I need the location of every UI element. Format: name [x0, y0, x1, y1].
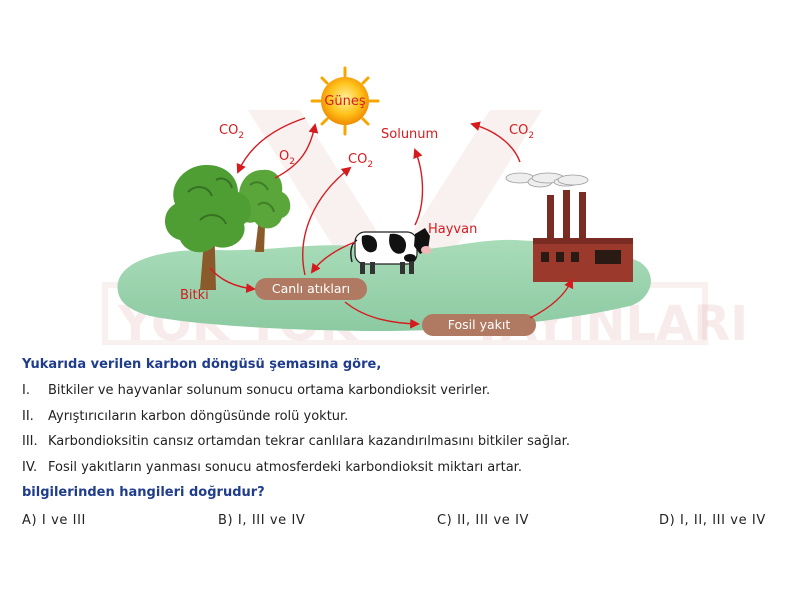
arrow-cow-to-solunum	[413, 148, 424, 226]
arrow-atiklar-to-co2	[302, 166, 352, 276]
statement-text: Bitkiler ve hayvanlar solunum sonucu ort…	[48, 383, 491, 398]
fosil-yakit-box: Fosil yakıt	[422, 314, 536, 336]
statement-item: IV. Fosil yakıtların yanması sonucu atmos…	[22, 455, 792, 481]
statement-number: IV.	[22, 459, 38, 475]
statement-item: II. Ayrıştırıcıların karbon döngüsünde ro…	[22, 404, 792, 430]
cow	[350, 228, 431, 274]
o2-label: O2	[279, 149, 295, 167]
arrow-tree-to-atiklar	[209, 267, 256, 294]
canli-atiklari-box: Canlı atıkları	[255, 278, 367, 300]
question-block: Yukarıda verilen karbon döngüsü şemasına…	[22, 352, 792, 534]
question-tail: bilgilerinden hangileri doğrudur?	[22, 485, 265, 500]
canli-atiklari-label: Canlı atıkları	[272, 281, 350, 296]
statement-text: Ayrıştırıcıların karbon döngüsünde rolü …	[48, 408, 349, 424]
statement-list: I. Bitkiler ve hayvanlar solunum sonucu o…	[22, 378, 792, 480]
answer-option-d[interactable]: D) I, II, III ve IV	[659, 513, 766, 528]
answer-options: A) I ve III B) I, III ve IV C) II, III ve …	[22, 508, 792, 534]
co2-mid-label: CO2	[348, 152, 373, 170]
answer-option-a[interactable]: A) I ve III	[22, 513, 86, 528]
statement-text: Karbondioksitin cansız ortamdan tekrar c…	[48, 434, 570, 449]
statement-item: I. Bitkiler ve hayvanlar solunum sonucu o…	[22, 378, 792, 404]
sun: Güneş	[310, 66, 380, 136]
arrow-trees-to-sun	[274, 123, 319, 179]
statement-number: I.	[22, 383, 30, 398]
arrow-atiklar-to-fosil	[344, 301, 420, 329]
answer-option-c[interactable]: C) II, III ve IV	[437, 513, 529, 528]
carbon-cycle-diagram: YOK YOK YAYINLARI Güneş	[102, 66, 748, 345]
fosil-yakit-label: Fosil yakıt	[448, 317, 511, 332]
statement-number: II.	[22, 408, 34, 424]
sun-label: Güneş	[324, 94, 366, 109]
answer-option-b[interactable]: B) I, III ve IV	[218, 513, 306, 528]
question-stem: Yukarıda verilen karbon döngüsü şemasına…	[22, 357, 382, 372]
bitki-label: Bitki	[180, 288, 209, 303]
statement-text: Fosil yakıtların yanması sonucu atmosfer…	[48, 459, 522, 475]
hayvan-label: Hayvan	[428, 222, 477, 237]
co2-right-label: CO2	[509, 123, 534, 141]
factory	[505, 172, 633, 282]
arrow-sun-to-trees	[236, 117, 306, 174]
arrow-cow-to-atiklar	[310, 241, 356, 274]
statement-item: III. Karbondioksitin cansız ortamdan tekr…	[22, 429, 792, 455]
arrow-fosil-to-factory	[529, 278, 574, 319]
co2-left-label: CO2	[219, 123, 244, 141]
solunum-label: Solunum	[381, 127, 438, 142]
statement-number: III.	[22, 434, 38, 449]
ground-island	[117, 239, 651, 331]
arrow-factory-to-co2	[470, 121, 521, 163]
